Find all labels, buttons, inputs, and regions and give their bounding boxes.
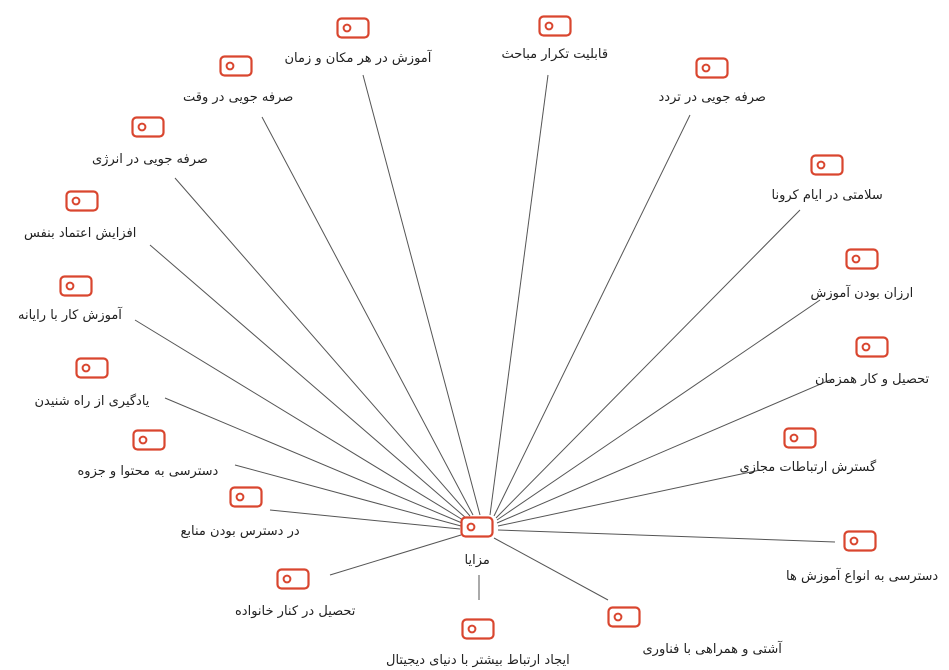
edge-n14 (269, 509, 461, 530)
edge-n7 (149, 244, 467, 519)
code-icon (607, 606, 641, 628)
edge-n1 (489, 74, 549, 516)
edge-n8 (496, 299, 821, 521)
node-label: دسترسی به محتوا و جزوه (77, 464, 219, 479)
code-icon (132, 429, 166, 451)
node-label: در دسترس بودن منابع (180, 524, 300, 539)
node-label: گسترش ارتباطات مجازی (739, 460, 877, 475)
edge-n5 (174, 177, 471, 517)
edge-n17 (493, 537, 609, 601)
edge-n2 (362, 74, 481, 516)
code-icon (229, 486, 263, 508)
code-icon (131, 116, 165, 138)
code-icon (845, 248, 879, 270)
code-icon (843, 530, 877, 552)
code-icon (276, 568, 310, 590)
node-label: قابلیت تکرار مباحث (501, 47, 609, 62)
code-icon (59, 275, 93, 297)
code-icon (460, 516, 494, 538)
node-label: یادگیری از راه شنیدن (34, 394, 150, 409)
node-label: صرفه جویی در ترد‌د (658, 90, 766, 105)
edge-n6 (495, 209, 801, 519)
node-label: صرفه جویی در وقت (183, 90, 294, 105)
node-label: افزایش اعتماد بنفس (24, 226, 137, 241)
code-icon (783, 427, 817, 449)
node-label: تحصیل در کنار خانواده (235, 604, 356, 619)
node-label: آموزش کار با رایانه (18, 308, 122, 323)
edge-n3 (493, 114, 691, 517)
code-icon (75, 357, 109, 379)
node-label: سلامتی در ایام کرونا (771, 188, 883, 203)
node-label: ایجاد ارتباط بیشتر با دنیای دیجیتال (386, 653, 570, 668)
node-label: آموزش در هر مکان و زمان (284, 51, 432, 66)
node-label: دسترسی به انواع آموزش ها (786, 569, 939, 584)
edge-n11 (164, 397, 463, 524)
node-label: مزایا (464, 553, 490, 568)
node-label: آشتی و همراهی با فناوری (642, 642, 782, 657)
edge-n15 (497, 529, 836, 543)
code-icon (855, 336, 889, 358)
code-icon (65, 190, 99, 212)
node-label: تحصیل و کار همزمان (815, 372, 930, 387)
node-label: ارزان بودن آموزش (810, 286, 914, 301)
code-icon (219, 55, 253, 77)
code-icon (461, 618, 495, 640)
code-icon (336, 17, 370, 39)
code-icon (695, 57, 729, 79)
code-icon (538, 15, 572, 37)
edge-n12 (497, 469, 761, 527)
edge-n16 (329, 534, 462, 576)
edge-n9 (134, 319, 464, 521)
edge-n4 (261, 116, 474, 516)
edge-n13 (234, 464, 462, 527)
node-label: صرفه جویی در انرژی (92, 152, 208, 167)
code-icon (810, 154, 844, 176)
edge-n10 (496, 379, 831, 524)
